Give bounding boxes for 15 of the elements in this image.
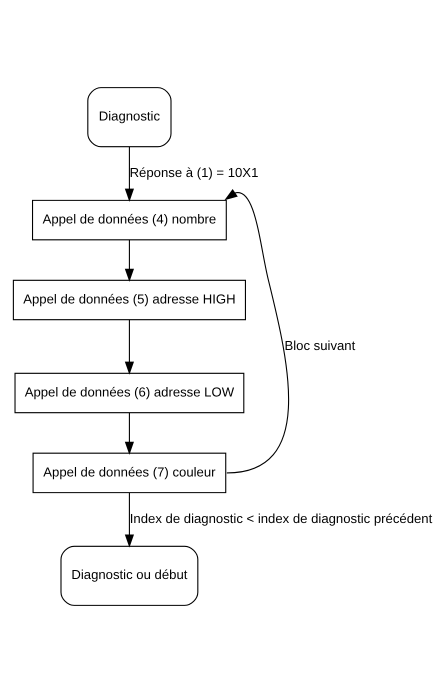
edge-label: Index de diagnostic < index de diagnostic précédent [129, 510, 432, 526]
node-box: Diagnostic ou début [60, 545, 198, 606]
arrow [124, 412, 134, 454]
edge-label: Bloc suivant [284, 337, 355, 352]
node-box: Appel de données (7) couleur [32, 452, 226, 493]
arrow [124, 319, 134, 374]
node-box: Diagnostic [86, 86, 172, 147]
arrow [124, 492, 134, 548]
arrow [224, 188, 288, 473]
node-box: Appel de données (5) adresse HIGH [12, 279, 246, 320]
node-box: Appel de données (4) nombre [31, 199, 226, 240]
arrow [124, 146, 134, 202]
edge-label: Réponse à (1) = 10X1 [129, 164, 258, 180]
arrow [124, 239, 134, 282]
node-box: Appel de données (6) adresse LOW [14, 372, 244, 413]
